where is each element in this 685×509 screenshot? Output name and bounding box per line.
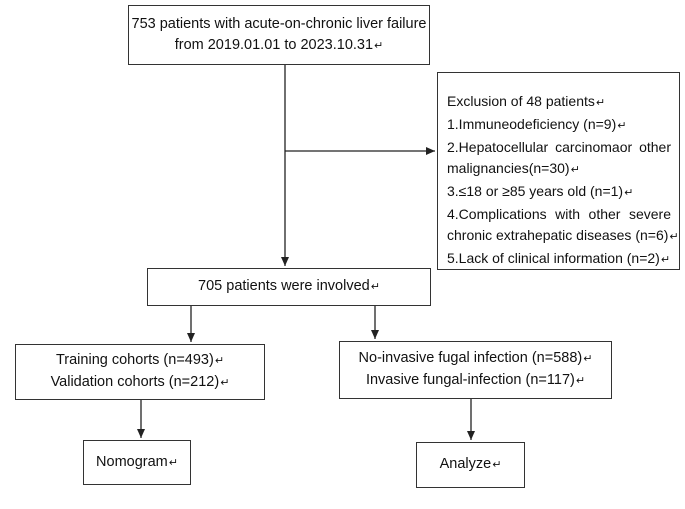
exclusion-item-1: 1.Immuneodeficiency (n=9)↵: [447, 116, 627, 132]
box-cohorts-line-1: Training cohorts (n=493)↵: [55, 352, 225, 368]
exclusion-item-4-line-1: 4.Complications with other severe: [447, 206, 671, 222]
paragraph-mark-icon: ↵: [168, 456, 178, 469]
box-cohorts-line-2: Validation cohorts (n=212)↵: [50, 374, 230, 390]
paragraph-mark-icon: ↵: [570, 164, 580, 176]
exclusion-item-2-line-2: malignancies(n=30)↵: [447, 160, 580, 176]
box-nomogram-line-1: Nomogram↵: [96, 453, 178, 470]
box-involved-patients: 705 patients were involved↵: [147, 268, 431, 306]
exclusion-title: Exclusion of 48 patients↵: [447, 93, 606, 109]
paragraph-mark-icon: ↵: [660, 254, 671, 266]
box-involved-line-1: 705 patients were involved↵: [198, 278, 380, 294]
paragraph-mark-icon: ↵: [575, 375, 586, 387]
paragraph-mark-icon: ↵: [374, 39, 384, 52]
box-total-patients: 753 patients with acute-on-chronic liver…: [128, 5, 430, 65]
paragraph-mark-icon: ↵: [583, 353, 593, 365]
paragraph-mark-icon: ↵: [492, 459, 502, 471]
paragraph-mark-icon: ↵: [624, 187, 634, 199]
exclusion-item-2-line-1: 2.Hepatocellular carcinomaor other: [447, 139, 671, 155]
paragraph-mark-icon: ↵: [669, 231, 679, 243]
box-total-line-2: from 2019.01.01 to 2023.10.31↵: [174, 36, 384, 53]
paragraph-mark-icon: ↵: [617, 120, 627, 132]
exclusion-item-5: 5.Lack of clinical information (n=2)↵: [447, 250, 671, 266]
box-analyze-line-1: Analyze↵: [439, 456, 502, 472]
box-exclusion: Exclusion of 48 patients↵ 1.Immuneodefic…: [437, 72, 680, 270]
paragraph-mark-icon: ↵: [220, 377, 230, 389]
box-infection-groups: No-invasive fugal infection (n=588)↵ Inv…: [339, 341, 612, 399]
paragraph-mark-icon: ↵: [595, 97, 606, 109]
box-total-line-1: 753 patients with acute-on-chronic liver…: [131, 15, 427, 32]
exclusion-item-4-line-2: chronic extrahepatic diseases (n=6)↵: [447, 227, 679, 243]
box-cohorts: Training cohorts (n=493)↵ Validation coh…: [15, 344, 265, 400]
box-nomogram: Nomogram↵: [83, 440, 191, 485]
box-analyze: Analyze↵: [416, 442, 525, 488]
box-infection-line-1: No-invasive fugal infection (n=588)↵: [358, 350, 593, 366]
paragraph-mark-icon: ↵: [214, 355, 225, 367]
exclusion-item-3: 3.≤18 or ≥85 years old (n=1)↵: [447, 183, 634, 199]
paragraph-mark-icon: ↵: [370, 281, 380, 293]
box-infection-line-2: Invasive fungal-infection (n=117)↵: [365, 372, 586, 388]
